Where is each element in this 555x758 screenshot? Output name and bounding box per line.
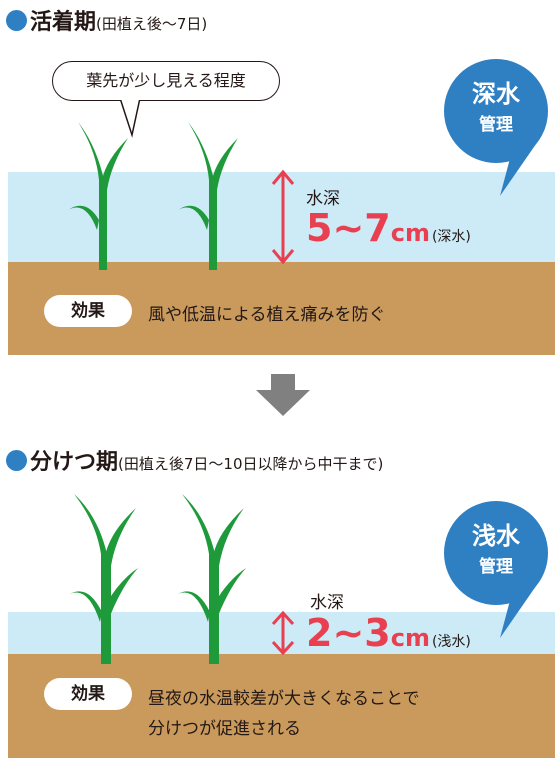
speech-bubble: 葉先が少し見える程度	[52, 61, 280, 101]
stage1-depth-note: (深水)	[431, 229, 471, 245]
stage1-title: 活着期(田植え後〜7日)	[6, 4, 207, 36]
stage1-badge-sub: 管理	[479, 115, 513, 135]
stage1-title-text: 活着期	[30, 10, 97, 35]
stage2-depth-value: 2~3cm(浅水)	[306, 611, 471, 655]
double-arrow-icon	[271, 610, 295, 656]
stage2-depth-label: 水深	[310, 593, 344, 613]
circle-bullet-icon	[6, 10, 27, 31]
stage2-depth-unit: cm	[390, 624, 430, 652]
rice-seedling-icon	[68, 122, 128, 270]
stage2-depth-note: (浅水)	[431, 634, 471, 650]
map-pin-badge-icon	[444, 59, 548, 196]
stage2-badge-main: 浅水	[472, 522, 520, 550]
stage2-depth-number: 2~3	[306, 611, 391, 655]
double-arrow-icon	[271, 169, 295, 265]
speech-bubble-tail-icon	[118, 97, 144, 138]
circle-bullet-icon	[6, 450, 27, 471]
stage1-effect-text: 風や低温による植え痛みを防ぐ	[148, 305, 386, 325]
stage2-effect-tag: 効果	[44, 678, 132, 710]
stage2-badge-sub: 管理	[479, 557, 513, 577]
stage2-subtitle: (田植え後7日〜10日以降から中干まで)	[118, 455, 384, 473]
down-arrow-icon	[256, 374, 310, 416]
rice-seedling-icon	[70, 494, 138, 664]
stage1-depth-number: 5~7	[306, 206, 391, 250]
rice-seedling-icon	[178, 122, 238, 270]
stage1-subtitle: (田植え後〜7日)	[96, 15, 208, 33]
stage1-effect-tag: 効果	[44, 295, 132, 327]
stage1-badge-main: 深水	[472, 80, 520, 108]
stage2-badge: 浅水 管理	[444, 498, 548, 608]
rice-seedling-icon	[178, 494, 246, 664]
stage2-effect-text-line2: 分けつが促進される	[148, 719, 301, 739]
speech-bubble-text: 葉先が少し見える程度	[86, 71, 246, 90]
map-pin-badge-icon	[444, 501, 548, 638]
stage1-depth-value: 5~7cm(深水)	[306, 206, 471, 250]
stage1-badge: 深水 管理	[444, 56, 548, 166]
stage2-effect-text-line1: 昼夜の水温較差が大きくなることで	[148, 689, 420, 709]
stage1-depth-unit: cm	[390, 219, 430, 247]
stage1-depth-label: 水深	[306, 189, 340, 209]
stage2-title: 分けつ期(田植え後7日〜10日以降から中干まで)	[6, 444, 383, 476]
stage2-title-text: 分けつ期	[30, 450, 119, 475]
